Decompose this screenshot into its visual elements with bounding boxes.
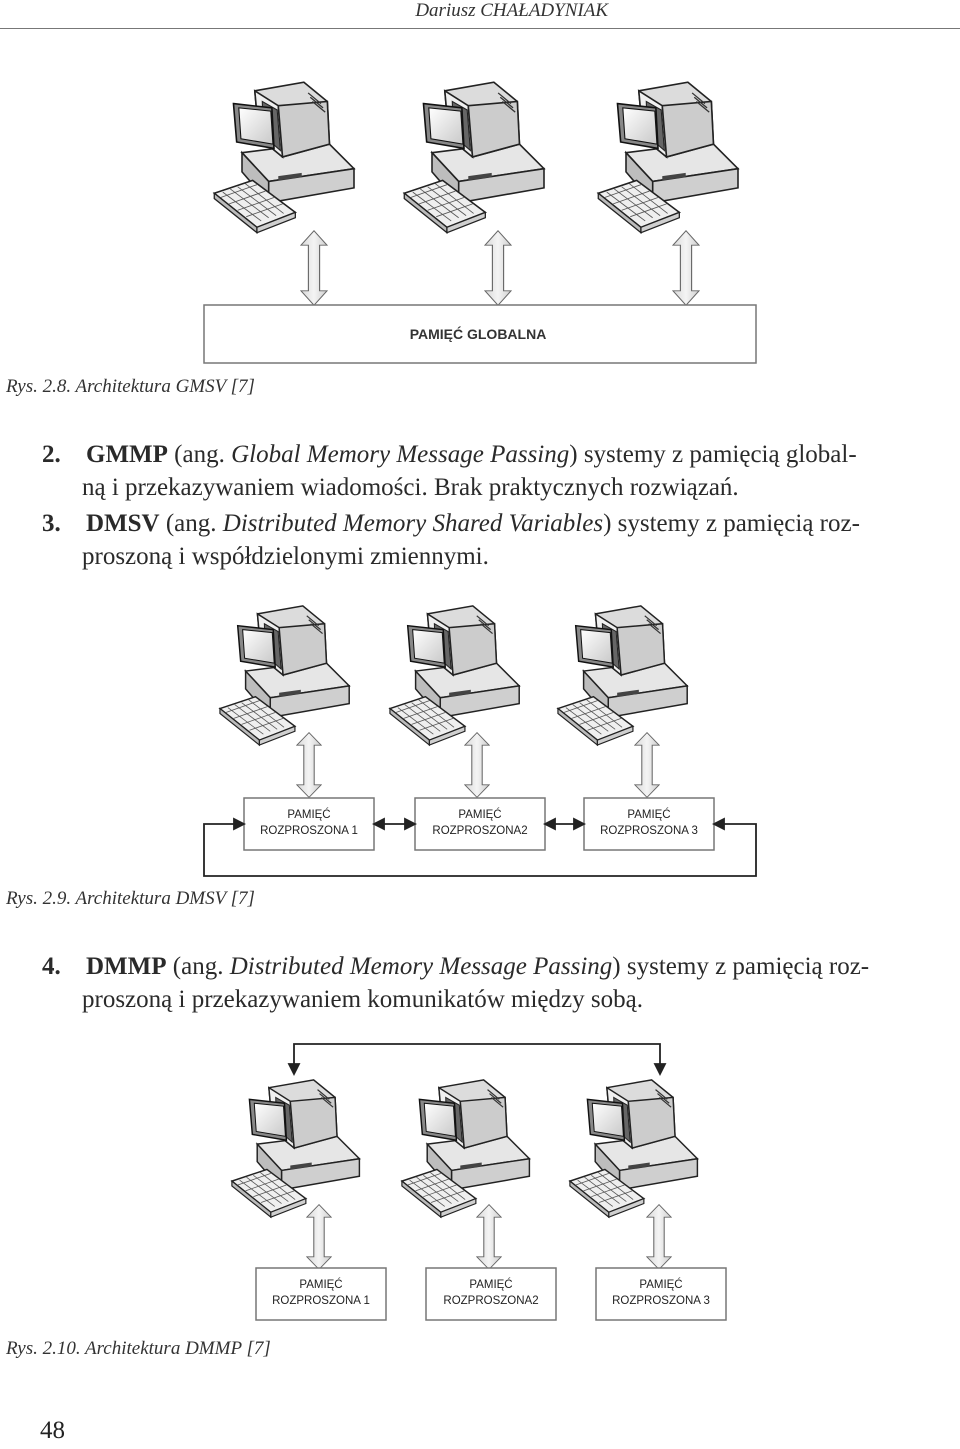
header-rule bbox=[0, 28, 960, 29]
figure-dmmp-caption: Rys. 2.10. Architektura DMMP [7] bbox=[6, 1338, 271, 1359]
computer-icon bbox=[569, 1079, 699, 1218]
item-rest: ) systemy z pamięcią global- bbox=[569, 441, 857, 468]
distributed-memory-box-3 bbox=[595, 1267, 727, 1321]
distributed-memory-box-3 bbox=[583, 797, 715, 851]
message-passing-line bbox=[287, 1043, 667, 1077]
memory-label-line2: ROZPROSZONA2 bbox=[443, 1295, 538, 1307]
memory-label-line2: ROZPROSZONA 3 bbox=[600, 825, 698, 837]
item-line-1: GMMP (ang. Global Memory Message Passing… bbox=[86, 438, 954, 471]
item-term: Distributed Memory Shared Variables bbox=[222, 510, 604, 537]
distributed-memory-box-2 bbox=[425, 1267, 557, 1321]
item-line-2: proszoną i przekazywaniem komunikatów mi… bbox=[82, 986, 643, 1013]
list-item-dmsv: 3. DMSV (ang. Distributed Memory Shared … bbox=[42, 507, 954, 573]
computer-icon bbox=[213, 81, 355, 234]
figure-dmsv: PAMIĘĆ ROZPROSZONA 1 PAMIĘĆ ROZPROSZONA2… bbox=[0, 590, 960, 890]
computer-icon bbox=[389, 605, 520, 746]
computer-icon bbox=[219, 605, 350, 746]
item-acronym: GMMP bbox=[86, 441, 168, 468]
item-number: 2. bbox=[42, 441, 61, 468]
bidirectional-arrow-icon bbox=[484, 230, 512, 306]
distributed-memory-box-1 bbox=[255, 1267, 387, 1321]
bidirectional-arrow-icon bbox=[306, 1204, 332, 1270]
memory-connectors bbox=[203, 817, 757, 877]
memory-label-line1: PAMIĘĆ bbox=[458, 808, 501, 821]
item-acronym: DMSV bbox=[86, 510, 160, 537]
item-rest: ) systemy z pamięcią roz- bbox=[603, 510, 860, 537]
bidirectional-arrow-icon bbox=[296, 732, 322, 798]
item-number: 4. bbox=[42, 953, 61, 980]
bidirectional-arrow-icon bbox=[634, 732, 660, 798]
page-number: 48 bbox=[40, 1417, 65, 1444]
computer-icon bbox=[403, 81, 545, 234]
item-line-1: DMMP (ang. Distributed Memory Message Pa… bbox=[86, 950, 954, 983]
global-memory-label: PAMIĘĆ GLOBALNA bbox=[410, 325, 547, 342]
item-line-2: proszoną i współdzielonymi zmiennymi. bbox=[82, 543, 489, 570]
figure-dmmp: PAMIĘĆ ROZPROSZONA 1 PAMIĘĆ ROZPROSZONA2… bbox=[0, 1030, 960, 1330]
list-item-dmmp: 4. DMMP (ang. Distributed Memory Message… bbox=[42, 950, 954, 1016]
header-author: Dariusz CHAŁADYNIAK bbox=[415, 0, 608, 21]
memory-label-line1: PAMIĘĆ bbox=[287, 808, 330, 821]
figure-gmsv-caption: Rys. 2.8. Architektura GMSV [7] bbox=[6, 376, 255, 397]
item-ang: (ang. bbox=[166, 953, 230, 980]
page-header: Dariusz CHAŁADYNIAK bbox=[0, 0, 960, 30]
figure-dmsv-diagram: PAMIĘĆ ROZPROSZONA 1 PAMIĘĆ ROZPROSZONA2… bbox=[203, 605, 757, 877]
figure-gmsv: PAMIĘĆ GLOBALNA bbox=[0, 30, 960, 370]
global-memory-box bbox=[203, 304, 757, 364]
distributed-memory-box-2 bbox=[414, 797, 546, 851]
figure-dmsv-caption: Rys. 2.9. Architektura DMSV [7] bbox=[6, 888, 255, 909]
bidirectional-arrow-icon bbox=[646, 1204, 672, 1270]
bidirectional-arrow-icon bbox=[300, 230, 328, 306]
distributed-memory-box-1 bbox=[243, 797, 375, 851]
figure-gmsv-diagram: PAMIĘĆ GLOBALNA bbox=[203, 81, 757, 364]
item-term: Global Memory Message Passing bbox=[231, 441, 570, 468]
memory-label-line1: PAMIĘĆ bbox=[299, 1278, 342, 1291]
memory-label-line1: PAMIĘĆ bbox=[639, 1278, 682, 1291]
bidirectional-arrow-icon bbox=[476, 1204, 502, 1270]
item-acronym: DMMP bbox=[86, 953, 167, 980]
item-line-1: DMSV (ang. Distributed Memory Shared Var… bbox=[86, 507, 954, 540]
bidirectional-arrow-icon bbox=[672, 230, 700, 306]
item-term: Distributed Memory Message Passing bbox=[229, 953, 613, 980]
computer-icon bbox=[597, 81, 739, 234]
item-rest: ) systemy z pamięcią roz- bbox=[612, 953, 870, 980]
memory-label-line1: PAMIĘĆ bbox=[627, 808, 670, 821]
bidirectional-arrow-icon bbox=[464, 732, 490, 798]
computer-icon bbox=[231, 1079, 361, 1218]
memory-label-line2: ROZPROSZONA 1 bbox=[272, 1295, 370, 1307]
memory-label-line2: ROZPROSZONA 1 bbox=[260, 825, 358, 837]
computer-icon bbox=[557, 605, 688, 746]
memory-label-line2: ROZPROSZONA 3 bbox=[612, 1295, 710, 1307]
memory-label-line1: PAMIĘĆ bbox=[469, 1278, 512, 1291]
item-ang: (ang. bbox=[159, 510, 223, 537]
list-item-gmmp: 2. GMMP (ang. Global Memory Message Pass… bbox=[42, 438, 954, 504]
item-line-2: ną i przekazywaniem wiadomości. Brak pra… bbox=[82, 474, 739, 501]
item-number: 3. bbox=[42, 510, 61, 537]
computer-icon bbox=[401, 1079, 531, 1218]
figure-dmmp-diagram: PAMIĘĆ ROZPROSZONA 1 PAMIĘĆ ROZPROSZONA2… bbox=[231, 1043, 727, 1321]
item-ang: (ang. bbox=[167, 441, 232, 468]
memory-label-line2: ROZPROSZONA2 bbox=[432, 825, 527, 837]
